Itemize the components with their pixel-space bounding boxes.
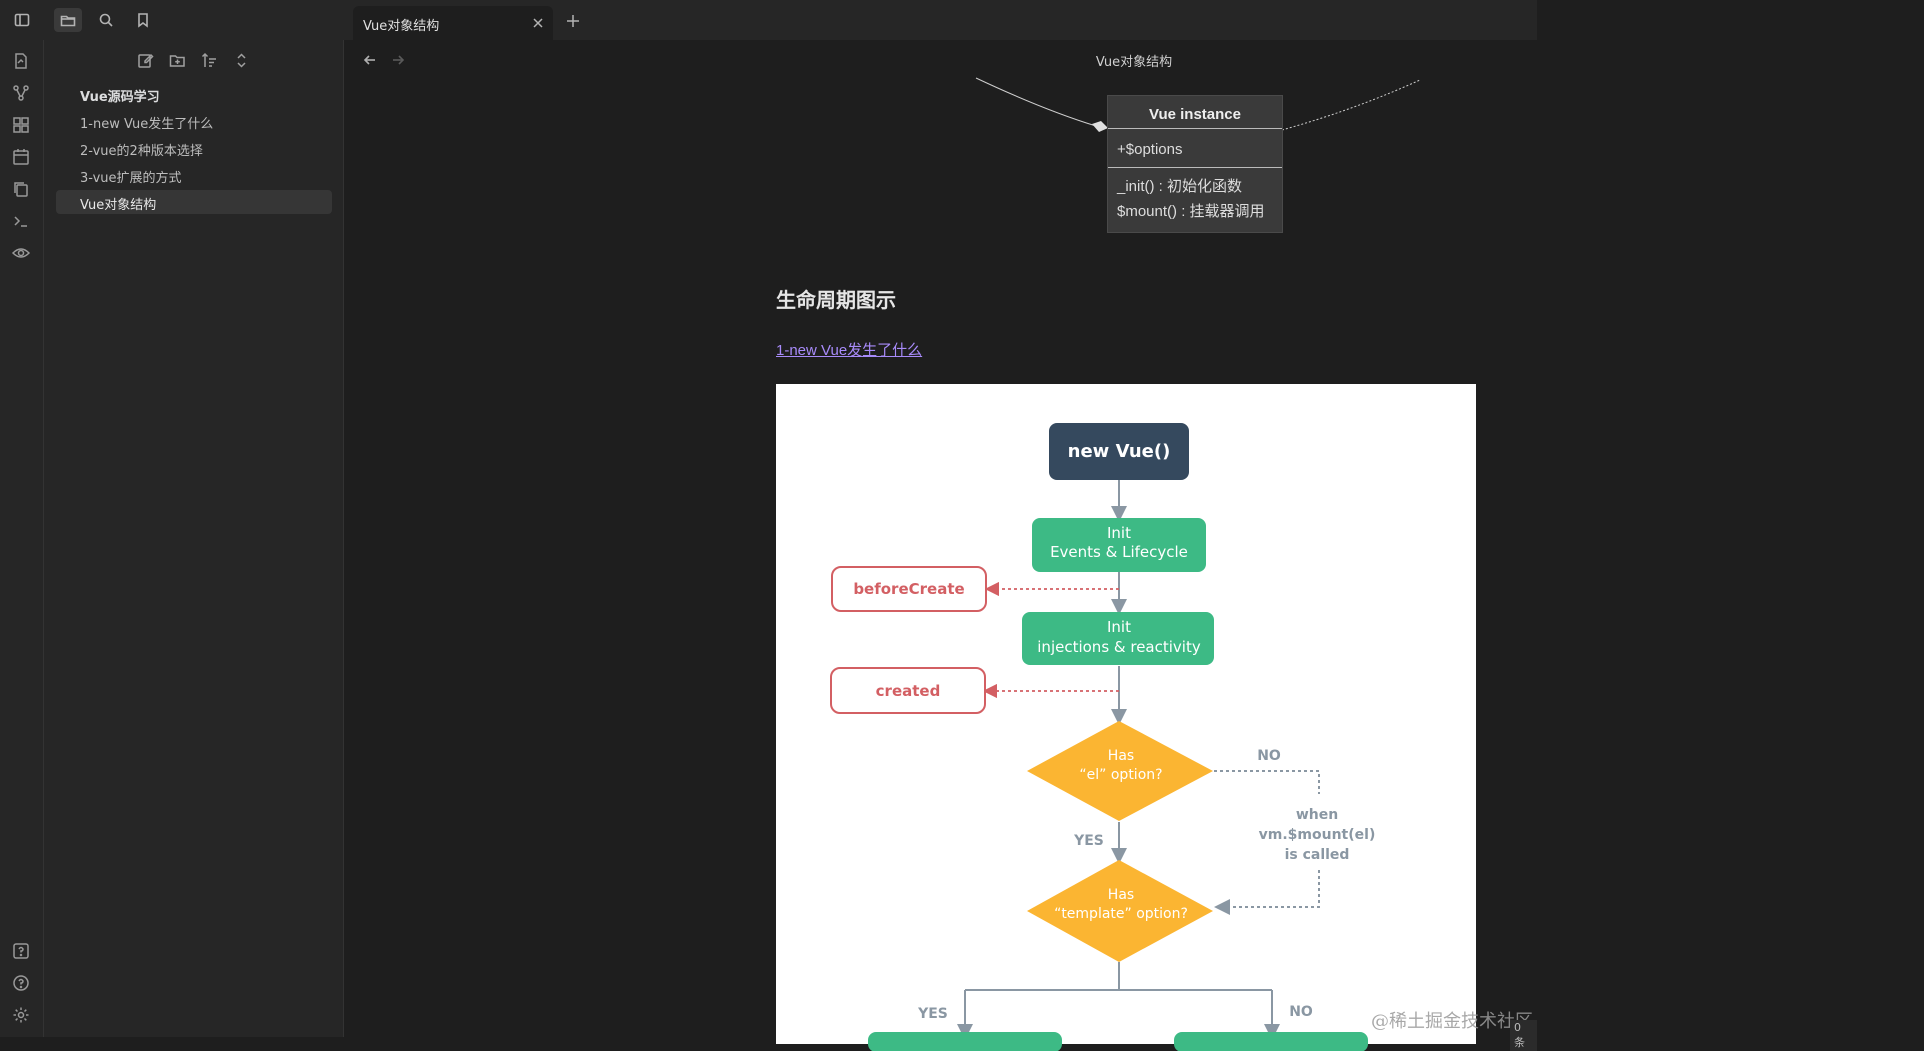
uml-class-name: Vue instance <box>1108 96 1282 129</box>
node-init-events-line1: Init <box>1107 524 1131 542</box>
uml-methods: _init() : 初始化函数 $mount() : 挂载器调用 <box>1108 168 1282 224</box>
count-badge: 0 条 <box>1510 1020 1537 1051</box>
bookmark-icon[interactable] <box>129 8 157 32</box>
watermark: @稀土掘金技术社区 <box>1371 1011 1533 1032</box>
sidebar-toggle-icon[interactable] <box>8 8 36 32</box>
folder-vue-source[interactable]: Vue源码学习 <box>80 90 160 105</box>
help-icon[interactable] <box>12 974 30 992</box>
mount-note-line3: is called <box>1285 847 1350 863</box>
uml-class-box: Vue instance +$options _init() : 初始化函数 $… <box>1107 95 1283 233</box>
file-item-label: Vue对象结构 <box>80 198 157 213</box>
node-init-events <box>1032 518 1206 572</box>
decision-has-template-line1: Has <box>1108 887 1134 903</box>
file-explorer-sidebar: Vue源码学习 1-new Vue发生了什么 2-vue的2种版本选择 3-vu… <box>44 40 344 1037</box>
new-tab-icon[interactable] <box>566 13 580 27</box>
collapse-all-icon[interactable] <box>233 52 251 70</box>
decision-has-template-line2: “template” option? <box>1054 906 1188 922</box>
close-icon[interactable] <box>531 15 545 29</box>
canvas-icon[interactable] <box>12 116 30 134</box>
file-explorer-icon[interactable] <box>54 8 82 32</box>
quick-switcher-icon[interactable] <box>12 52 30 70</box>
section-heading: 生命周期图示 <box>776 288 896 312</box>
decision-has-el-line1: Has <box>1108 748 1134 764</box>
hook-created-label: created <box>876 682 941 700</box>
file-item-label: 3-vue扩展的方式 <box>80 171 182 186</box>
hook-before-create-label: beforeCreate <box>853 580 964 598</box>
editor-pane: Vue对象结构 Vue instance +$options _init() :… <box>344 40 1537 1051</box>
edge-label-no: NO <box>1257 748 1281 764</box>
tab-title: Vue对象结构 <box>363 19 440 34</box>
hook-created <box>830 667 986 714</box>
copy-icon[interactable] <box>12 180 30 198</box>
uml-method: _init() : 初始化函数 <box>1117 178 1243 195</box>
ribbon <box>0 40 44 1037</box>
edge-label-no-2: NO <box>1289 1004 1313 1020</box>
view-title: Vue对象结构 <box>1095 55 1173 70</box>
uml-attribute: +$options <box>1108 129 1282 168</box>
eye-icon[interactable] <box>11 244 31 262</box>
decision-has-el <box>1027 721 1213 821</box>
hook-before-create <box>831 566 987 612</box>
node-init-events-line2: Events & Lifecycle <box>1050 543 1188 561</box>
title-bar: Vue对象结构 <box>0 0 1537 40</box>
node-init-injections-line1: Init <box>1107 618 1131 636</box>
decision-has-template <box>1027 860 1213 962</box>
uml-method: $mount() : 挂载器调用 <box>1117 203 1265 220</box>
node-new-vue-label: new Vue() <box>1068 441 1171 462</box>
lifecycle-diagram: new Vue() Init Events & Lifecycle before… <box>776 384 1476 1051</box>
tab-vue-object-structure[interactable]: Vue对象结构 <box>353 6 553 40</box>
uml-connectors <box>975 77 1421 132</box>
node-partial-left <box>868 1032 1062 1051</box>
search-icon[interactable] <box>92 8 120 32</box>
internal-link[interactable]: 1-new Vue发生了什么 <box>776 342 923 359</box>
file-item-active[interactable]: Vue对象结构 <box>56 190 332 214</box>
gear-icon[interactable] <box>12 1006 30 1024</box>
node-init-injections-line2: injections & reactivity <box>1037 638 1201 656</box>
new-note-icon[interactable] <box>137 52 155 70</box>
file-item[interactable]: 1-new Vue发生了什么 <box>56 109 332 133</box>
file-item-label: 1-new Vue发生了什么 <box>80 117 214 132</box>
decision-has-el-line2: “el” option? <box>1079 767 1162 783</box>
new-folder-icon[interactable] <box>169 52 187 70</box>
file-item[interactable]: 3-vue扩展的方式 <box>56 163 332 187</box>
vault-help-icon[interactable] <box>12 942 30 960</box>
node-partial-right <box>1174 1032 1368 1051</box>
file-item-label: 2-vue的2种版本选择 <box>80 144 203 159</box>
back-arrow-icon[interactable] <box>363 52 377 66</box>
edge-label-yes-2: YES <box>917 1006 948 1022</box>
forward-arrow-icon[interactable] <box>391 52 405 66</box>
terminal-icon[interactable] <box>12 212 30 230</box>
calendar-icon[interactable] <box>12 148 30 166</box>
edge-label-yes: YES <box>1073 833 1104 849</box>
graph-view-icon[interactable] <box>12 84 30 102</box>
node-new-vue <box>1049 423 1189 480</box>
mount-note-line1: when <box>1296 807 1338 823</box>
node-init-injections <box>1022 612 1214 665</box>
mount-note-line2: vm.$mount(el) <box>1259 827 1376 843</box>
sort-icon[interactable] <box>201 52 219 70</box>
file-item[interactable]: 2-vue的2种版本选择 <box>56 136 332 160</box>
